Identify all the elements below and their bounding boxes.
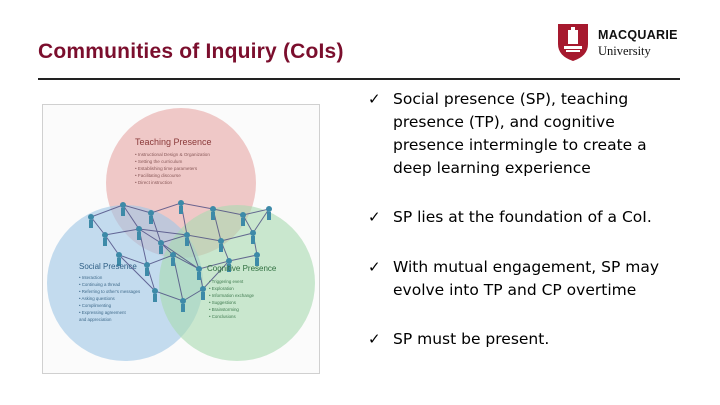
bullet-item: ✓ SP lies at the foundation of a CoI. bbox=[368, 206, 688, 229]
bullet-item: ✓ Social presence (SP), teaching presenc… bbox=[368, 88, 688, 180]
cognitive-item: • Conclusions bbox=[209, 314, 236, 319]
social-item: • Interaction bbox=[79, 275, 103, 280]
checkmark-icon: ✓ bbox=[368, 330, 381, 348]
coi-venn-diagram: Teaching Presence • Instructional Design… bbox=[42, 104, 320, 374]
teaching-item: • Direct instruction bbox=[135, 180, 173, 185]
bullet-text: Social presence (SP), teaching presence … bbox=[393, 90, 647, 177]
teaching-presence-title: Teaching Presence bbox=[135, 137, 212, 147]
bullet-text: SP lies at the foundation of a CoI. bbox=[393, 208, 652, 226]
title-divider bbox=[38, 78, 680, 80]
logo-name: MACQUARIE bbox=[598, 28, 678, 42]
bullet-item: ✓ With mutual engagement, SP may evolve … bbox=[368, 256, 688, 302]
social-item: • Referring to other's messages bbox=[79, 289, 141, 294]
social-item: and appreciation bbox=[79, 317, 112, 322]
teaching-item: • Facilitating discourse bbox=[135, 173, 181, 178]
logo-subtitle: University bbox=[598, 44, 651, 58]
social-presence-circle bbox=[47, 205, 203, 361]
cognitive-item: • Brainstorming bbox=[209, 307, 239, 312]
cognitive-presence-circle bbox=[159, 205, 315, 361]
social-item: • Asking questions bbox=[79, 296, 116, 301]
checkmark-icon: ✓ bbox=[368, 90, 381, 108]
cognitive-item: • Suggestions bbox=[209, 300, 237, 305]
university-logo: MACQUARIE University bbox=[554, 22, 686, 62]
slide-title: Communities of Inquiry (CoIs) bbox=[38, 40, 344, 63]
checkmark-icon: ✓ bbox=[368, 258, 381, 276]
cognitive-item: • Information exchange bbox=[209, 293, 255, 298]
social-item: • Continuing a thread bbox=[79, 282, 121, 287]
bullet-text: SP must be present. bbox=[393, 330, 550, 348]
teaching-item: • Setting the curriculum bbox=[135, 159, 182, 164]
cognitive-presence-title: Cognitive Presence bbox=[207, 264, 277, 273]
social-item: • Expressing agreement bbox=[79, 310, 126, 315]
cognitive-item: • Triggering event bbox=[209, 279, 244, 284]
social-presence-title: Social Presence bbox=[79, 262, 137, 271]
social-item: • Complimenting bbox=[79, 303, 112, 308]
bullet-text: With mutual engagement, SP may evolve in… bbox=[393, 258, 660, 299]
people-nodes bbox=[88, 200, 272, 312]
venn-svg: Teaching Presence • Instructional Design… bbox=[47, 108, 315, 361]
teaching-item: • Instructional Design & Organization bbox=[135, 152, 210, 157]
crest-icon bbox=[558, 24, 588, 61]
checkmark-icon: ✓ bbox=[368, 208, 381, 226]
bullet-item: ✓ SP must be present. bbox=[368, 328, 688, 351]
cognitive-item: • Exploration bbox=[209, 286, 234, 291]
teaching-item: • Establishing time parameters bbox=[135, 166, 198, 171]
